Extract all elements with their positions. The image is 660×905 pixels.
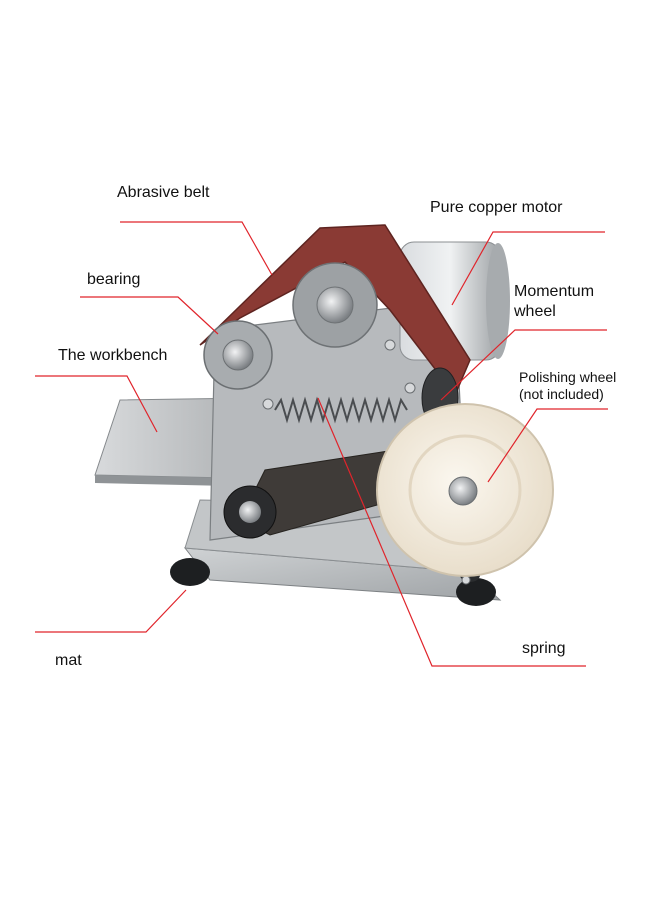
polishing-wheel-rim	[408, 434, 522, 546]
label-workbench: The workbench	[58, 347, 168, 364]
screw	[404, 382, 416, 394]
label-bearing: bearing	[87, 271, 141, 288]
leader-bearing	[80, 296, 219, 335]
leader-pure-copper-motor	[451, 231, 605, 306]
label-abrasive-belt: Abrasive belt	[117, 184, 210, 201]
label-mat: mat	[55, 652, 82, 669]
leader-lines	[35, 221, 608, 667]
leader-abrasive-belt	[120, 221, 273, 276]
leader-momentum-wheel	[440, 329, 607, 401]
top-pulley-nut	[316, 286, 354, 324]
screw	[262, 398, 274, 410]
leader-spring	[317, 397, 586, 667]
bearing-hub	[222, 339, 254, 371]
leader-mat	[35, 589, 187, 633]
screw	[384, 339, 396, 351]
label-polishing-wheel-line2: (not included)	[519, 386, 604, 402]
motor-cap	[486, 243, 510, 359]
label-momentum-wheel-line1: Momentum	[514, 283, 595, 300]
leader-polishing-wheel	[487, 408, 608, 483]
label-polishing-wheel-line1: Polishing wheel	[519, 369, 617, 385]
workbench-edge	[95, 475, 230, 486]
label-pure-copper-motor: Pure copper motor	[430, 199, 563, 216]
spring	[274, 396, 408, 424]
screw	[461, 575, 471, 585]
mat-foot-left	[170, 558, 210, 586]
leader-workbench	[35, 375, 158, 433]
polishing-wheel-hub	[448, 476, 478, 506]
label-momentum-wheel-line2: wheel	[514, 303, 556, 320]
label-spring: spring	[522, 640, 566, 657]
mat-foot-right	[456, 578, 496, 606]
lower-guide-hub	[239, 501, 261, 523]
